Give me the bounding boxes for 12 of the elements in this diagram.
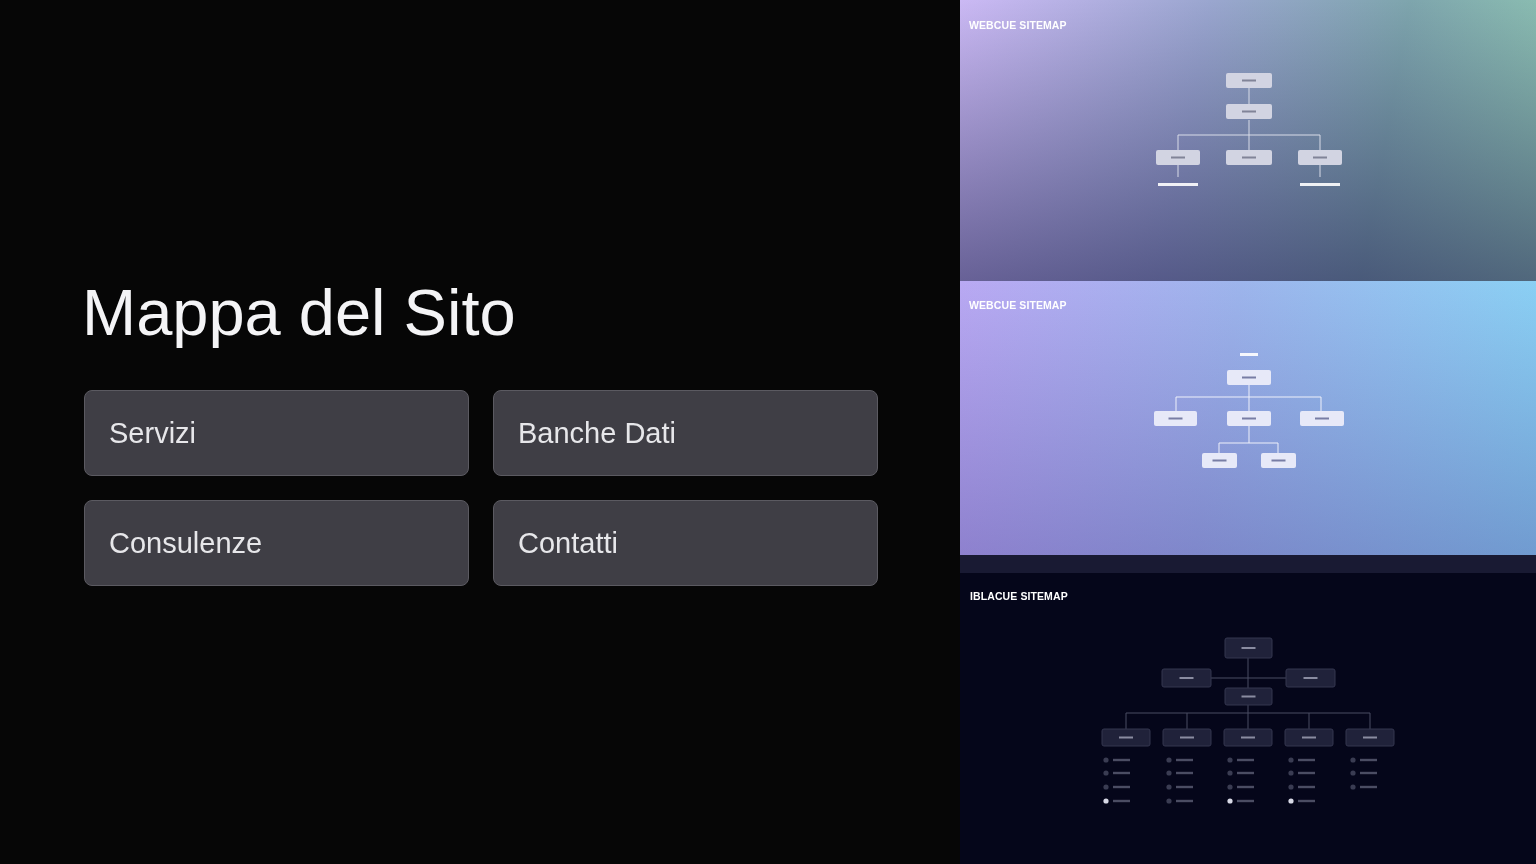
- section-card: [84, 390, 469, 476]
- section-card: [493, 390, 878, 476]
- section-title: Consulenze: [109, 526, 263, 561]
- section-title: Servizi: [109, 416, 196, 451]
- slide-title: Mappa del Sito: [82, 275, 516, 351]
- section-card: [493, 500, 878, 586]
- screenshot-heading: WEBCUE SITEMAP: [969, 299, 1067, 312]
- section-title: Banche Dati: [518, 416, 676, 451]
- section-card: [84, 500, 469, 586]
- section-title: Contatti: [518, 526, 618, 561]
- screenshot-heading: IBLACUE SITEMAP: [970, 590, 1068, 603]
- screenshot-heading: WEBCUE SITEMAP: [969, 19, 1067, 32]
